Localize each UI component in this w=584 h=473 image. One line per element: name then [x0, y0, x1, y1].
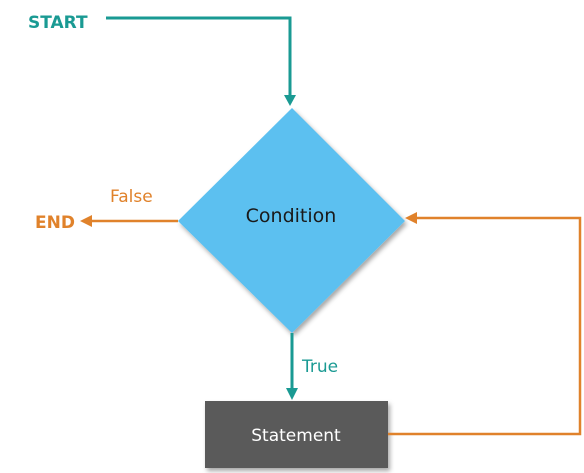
- start-connector-arrowhead: [284, 95, 296, 106]
- condition-diamond: [178, 108, 405, 333]
- loop-back-arrowhead: [405, 212, 417, 224]
- condition-label: Condition: [246, 205, 337, 227]
- start-connector: [106, 16, 292, 96]
- end-label: END: [35, 213, 75, 233]
- statement-label: Statement: [251, 426, 341, 446]
- false-connector-arrowhead: [80, 215, 92, 227]
- true-connector-arrowhead: [286, 388, 298, 400]
- start-label: START: [28, 13, 88, 33]
- true-label: True: [301, 357, 338, 377]
- loop-back-connector: [388, 216, 582, 436]
- statement-box: [205, 401, 388, 468]
- false-label: False: [110, 187, 153, 207]
